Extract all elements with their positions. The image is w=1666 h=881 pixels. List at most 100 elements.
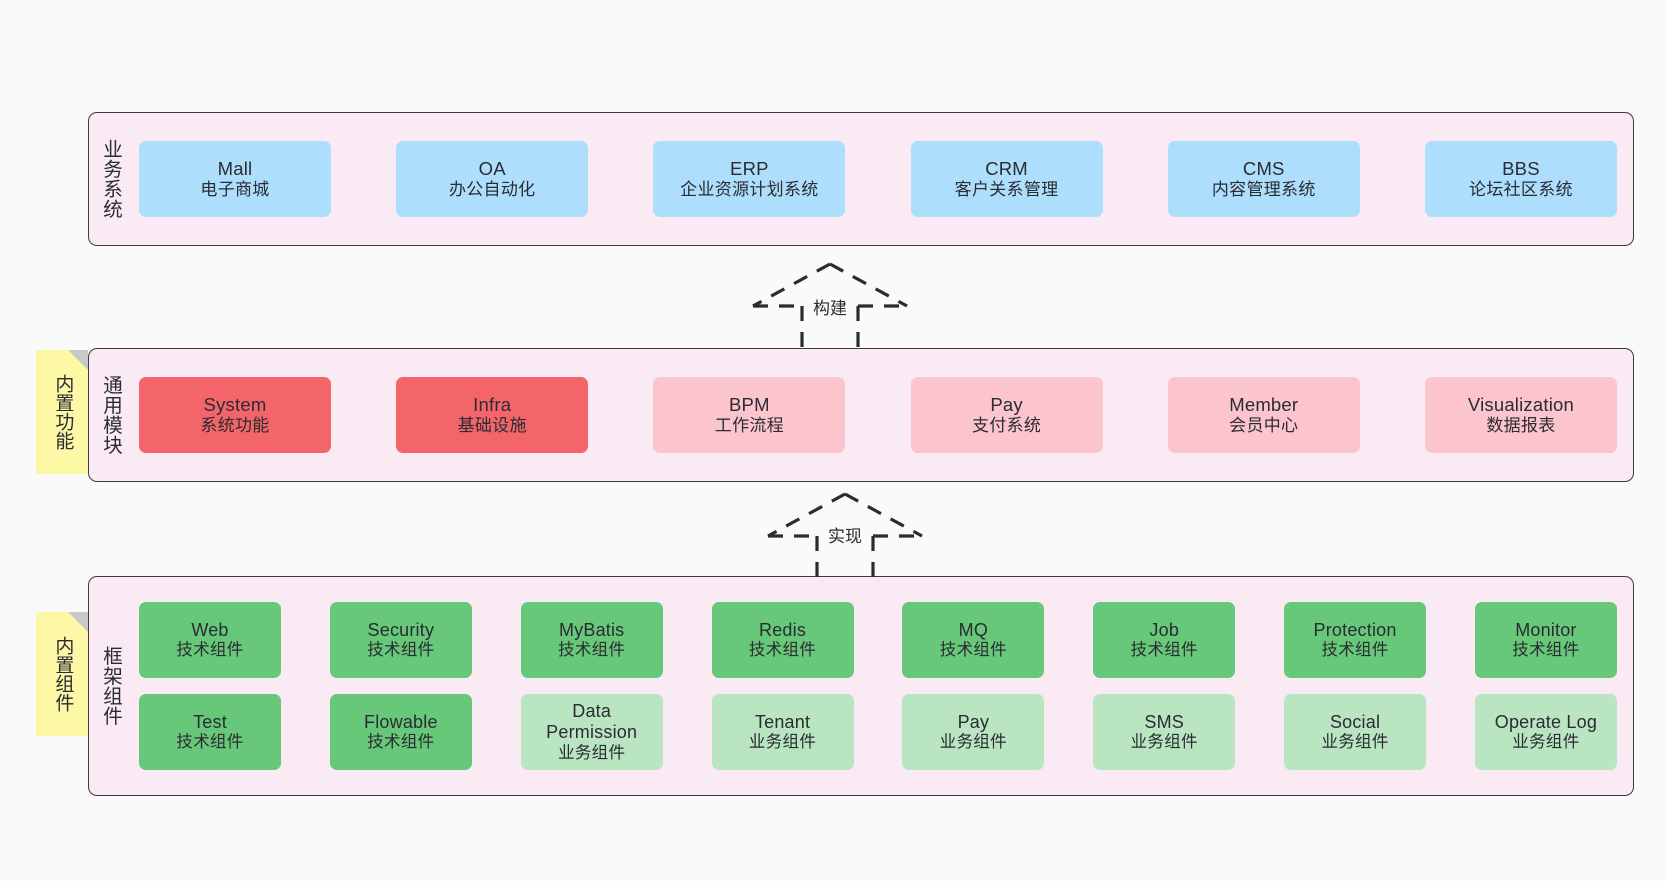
- node-title: Pay: [957, 711, 990, 732]
- node-pay-module[interactable]: Pay 支付系统: [910, 377, 1103, 453]
- node-mall[interactable]: Mall 电子商城: [139, 141, 331, 217]
- layer-body-framework-components: Web 技术组件 Security 技术组件 MyBatis 技术组件 Redi…: [131, 577, 1633, 795]
- node-pay-component[interactable]: Pay 业务组件: [902, 694, 1045, 770]
- layer-body-common-modules: System 系统功能 Infra 基础设施 BPM 工作流程 Pay 支付系统…: [131, 349, 1633, 481]
- node-subtitle: 内容管理系统: [1211, 179, 1316, 199]
- node-subtitle: 会员中心: [1229, 415, 1299, 435]
- node-mq[interactable]: MQ 技术组件: [902, 602, 1045, 678]
- node-subtitle: 基础设施: [457, 415, 527, 435]
- connector-build-label: 构建: [811, 294, 849, 319]
- node-title: Test: [193, 711, 227, 732]
- node-redis[interactable]: Redis 技术组件: [711, 602, 854, 678]
- node-operate-log[interactable]: Operate Log 业务组件: [1474, 694, 1617, 770]
- node-subtitle: 技术组件: [1321, 640, 1389, 659]
- node-subtitle: 业务组件: [1321, 732, 1389, 751]
- layer-body-business-systems: Mall 电子商城 OA 办公自动化 ERP 企业资源计划系统 CRM 客户关系…: [131, 113, 1633, 245]
- node-title: Job: [1149, 619, 1180, 640]
- layer-common-modules: 通用模块 System 系统功能 Infra 基础设施 BPM 工作流程 Pay…: [88, 348, 1634, 482]
- node-crm[interactable]: CRM 客户关系管理: [910, 141, 1103, 217]
- framework-node-row-1: Web 技术组件 Security 技术组件 MyBatis 技术组件 Redi…: [139, 602, 1617, 678]
- node-title: MQ: [958, 619, 989, 640]
- layer-label-framework-components: 框架组件: [99, 646, 122, 726]
- node-subtitle: 技术组件: [367, 732, 435, 751]
- node-subtitle: 电子商城: [200, 179, 270, 199]
- node-subtitle: 业务组件: [748, 732, 817, 751]
- node-tenant[interactable]: Tenant 业务组件: [711, 694, 854, 770]
- node-subtitle: 技术组件: [176, 732, 244, 751]
- node-title: Infra: [473, 394, 512, 416]
- sticky-note-label: 内置组件: [52, 636, 74, 712]
- node-oa[interactable]: OA 办公自动化: [396, 141, 589, 217]
- node-subtitle: 企业资源计划系统: [680, 179, 819, 199]
- node-protection[interactable]: Protection 技术组件: [1284, 602, 1427, 678]
- node-mybatis[interactable]: MyBatis 技术组件: [520, 602, 663, 678]
- node-subtitle: 技术组件: [176, 640, 244, 659]
- node-bbs[interactable]: BBS 论坛社区系统: [1424, 141, 1617, 217]
- sticky-note-builtin-features: 内置功能: [36, 350, 88, 474]
- node-member[interactable]: Member 会员中心: [1167, 377, 1360, 453]
- node-title: Data Permission: [546, 701, 638, 743]
- node-title: Protection: [1313, 619, 1397, 640]
- node-job[interactable]: Job 技术组件: [1093, 602, 1236, 678]
- node-subtitle: 技术组件: [558, 640, 626, 659]
- connector-implement-label: 实现: [826, 522, 864, 547]
- layer-label-business-systems: 业务系统: [99, 139, 122, 219]
- node-title: Mall: [217, 158, 253, 180]
- sticky-note-builtin-components: 内置组件: [36, 612, 88, 736]
- node-title: System: [203, 394, 267, 416]
- node-bpm[interactable]: BPM 工作流程: [653, 377, 846, 453]
- node-flowable[interactable]: Flowable 技术组件: [329, 694, 472, 770]
- folded-corner-icon: [68, 612, 88, 632]
- node-title: Redis: [759, 619, 807, 640]
- connector-implement-arrow: 实现: [760, 488, 930, 578]
- node-cms[interactable]: CMS 内容管理系统: [1167, 141, 1360, 217]
- node-subtitle: 技术组件: [1130, 640, 1198, 659]
- node-subtitle: 业务组件: [1512, 732, 1580, 751]
- sticky-note-label: 内置功能: [52, 374, 74, 450]
- node-sms[interactable]: SMS 业务组件: [1093, 694, 1236, 770]
- node-subtitle: 技术组件: [748, 640, 817, 659]
- node-subtitle: 技术组件: [1512, 640, 1580, 659]
- node-subtitle: 技术组件: [367, 640, 435, 659]
- node-title: ERP: [730, 158, 769, 180]
- node-title: Web: [191, 619, 229, 640]
- node-web[interactable]: Web 技术组件: [139, 602, 281, 678]
- node-title: CRM: [985, 158, 1028, 180]
- node-title: Pay: [990, 394, 1023, 416]
- node-test[interactable]: Test 技术组件: [139, 694, 281, 770]
- business-node-row: Mall 电子商城 OA 办公自动化 ERP 企业资源计划系统 CRM 客户关系…: [135, 141, 1621, 217]
- node-title: OA: [478, 158, 506, 180]
- node-title: Security: [367, 619, 435, 640]
- node-title: Tenant: [754, 711, 811, 732]
- node-visualization[interactable]: Visualization 数据报表: [1424, 377, 1617, 453]
- node-subtitle: 系统功能: [200, 415, 270, 435]
- node-title: BPM: [729, 394, 770, 416]
- node-title: Visualization: [1467, 394, 1574, 416]
- node-title: BBS: [1502, 158, 1540, 180]
- layer-framework-components: 框架组件 Web 技术组件 Security 技术组件 MyBatis 技术组件: [88, 576, 1634, 796]
- node-subtitle: 数据报表: [1486, 415, 1556, 435]
- framework-node-grid: Web 技术组件 Security 技术组件 MyBatis 技术组件 Redi…: [135, 602, 1621, 770]
- node-system[interactable]: System 系统功能: [139, 377, 331, 453]
- node-title: Monitor: [1515, 619, 1577, 640]
- node-subtitle: 技术组件: [939, 640, 1007, 659]
- node-security[interactable]: Security 技术组件: [329, 602, 472, 678]
- node-erp[interactable]: ERP 企业资源计划系统: [653, 141, 846, 217]
- framework-node-row-2: Test 技术组件 Flowable 技术组件 Data Permission …: [139, 694, 1617, 770]
- node-monitor[interactable]: Monitor 技术组件: [1474, 602, 1617, 678]
- layer-business-systems: 业务系统 Mall 电子商城 OA 办公自动化 ERP 企业资源计划系统 CRM…: [88, 112, 1634, 246]
- node-title: Social: [1329, 711, 1381, 732]
- module-node-row: System 系统功能 Infra 基础设施 BPM 工作流程 Pay 支付系统…: [135, 377, 1621, 453]
- node-data-permission[interactable]: Data Permission 业务组件: [520, 694, 663, 770]
- node-infra[interactable]: Infra 基础设施: [396, 377, 589, 453]
- node-title: Operate Log: [1494, 711, 1598, 732]
- node-subtitle: 支付系统: [971, 415, 1042, 435]
- node-social[interactable]: Social 业务组件: [1284, 694, 1427, 770]
- node-title: SMS: [1144, 711, 1185, 732]
- folded-corner-icon: [68, 350, 88, 370]
- node-subtitle: 工作流程: [714, 415, 784, 435]
- node-title: MyBatis: [558, 619, 625, 640]
- node-title: CMS: [1242, 158, 1285, 180]
- node-title: Flowable: [364, 711, 438, 732]
